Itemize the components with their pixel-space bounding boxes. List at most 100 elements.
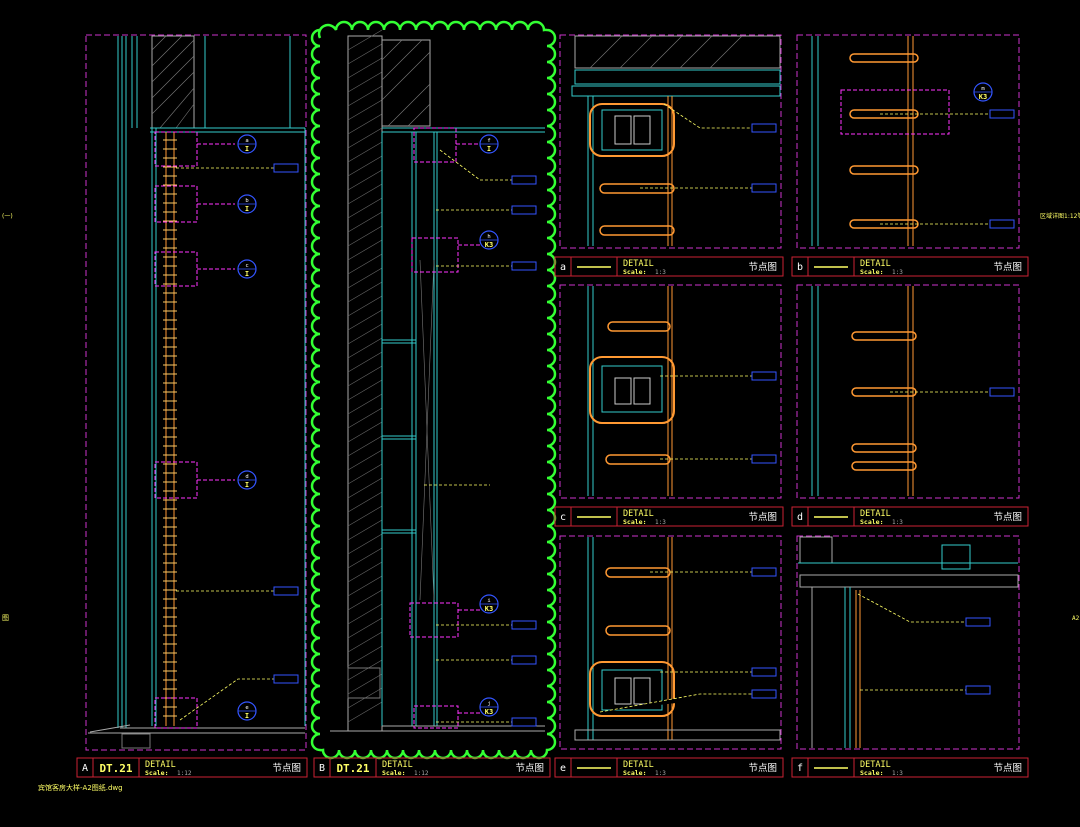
title-block-scale-value: 1:3 xyxy=(655,269,666,276)
title-block-scale-label: Scale: xyxy=(145,769,168,777)
title-block-scale-label: Scale: xyxy=(860,518,883,526)
detail-marker-sheet: I xyxy=(487,145,491,153)
detail-marker-id: f xyxy=(487,138,490,144)
title-block-detail: DETAIL xyxy=(623,259,654,269)
title-block-frame xyxy=(554,506,784,527)
detail-marker-e: eI xyxy=(237,701,257,721)
detail-panels xyxy=(559,34,1020,750)
title-block-title: 节点图 xyxy=(993,512,1022,523)
title-block-detail: DETAIL xyxy=(382,760,413,770)
title-block-letter: e xyxy=(560,763,566,774)
title-block-scale-value: 1:12 xyxy=(177,770,192,777)
panel-a-drawing xyxy=(571,35,781,246)
view-b-concrete-beam xyxy=(381,39,431,127)
panel-e-drawing xyxy=(574,537,781,741)
right-side-text: A2 xyxy=(1072,615,1080,622)
detail-marker-b: bI xyxy=(237,194,257,214)
detail-marker-c: cI xyxy=(237,259,257,279)
title-block-code: DT.21 xyxy=(99,762,132,775)
view-a-leaders xyxy=(176,167,274,721)
title-block-detail: DETAIL xyxy=(860,259,891,269)
title-block-scale-value: 1:3 xyxy=(892,770,903,777)
title-block-frame xyxy=(554,256,784,277)
detail-marker-id: m xyxy=(981,86,985,92)
title-block-detail: DETAIL xyxy=(623,760,654,770)
detail-marker-sheet: K3 xyxy=(485,605,493,613)
title-block-scale-value: 1:3 xyxy=(892,269,903,276)
title-block-scale-label: Scale: xyxy=(623,769,646,777)
left-edge-label: (一) xyxy=(2,213,13,220)
title-block-scale-label: Scale: xyxy=(623,268,646,276)
detail-marker-id: h xyxy=(487,234,490,240)
view-a-glazing-lines xyxy=(117,36,306,728)
detail-marker-d: dI xyxy=(237,470,257,490)
panel-c-frame xyxy=(559,284,782,499)
title-block-letter: d xyxy=(797,512,803,523)
title-block-letter: f xyxy=(797,763,803,774)
detail-marker-sheet: I xyxy=(245,145,249,153)
panel-f-frame xyxy=(796,535,1020,750)
view-a-frame xyxy=(85,34,307,751)
panel-f-drawing xyxy=(798,536,1019,748)
view-a-slat-ticks xyxy=(163,139,177,717)
panel-c-drawing xyxy=(587,286,777,496)
title-block-scale-label: Scale: xyxy=(860,268,883,276)
view-b-wall xyxy=(347,35,383,732)
view-a-concrete-column xyxy=(151,35,195,129)
title-block-frame xyxy=(554,757,784,778)
title-block-letter: B xyxy=(319,763,325,774)
view-a-tags xyxy=(273,163,299,684)
detail-marker-sheet: K3 xyxy=(485,708,493,716)
detail-marker-sheet: I xyxy=(245,205,249,213)
view-a-wood-slats xyxy=(165,132,175,726)
title-block-scale-value: 1:3 xyxy=(892,519,903,526)
title-block-detail: DETAIL xyxy=(623,509,654,519)
detail-marker-h: hK3 xyxy=(479,230,499,250)
title-block-frame xyxy=(791,506,1029,527)
detail-marker-i: iK3 xyxy=(479,594,499,614)
view-b-revision-cloud xyxy=(310,20,557,760)
detail-marker-a: aI xyxy=(237,134,257,154)
title-block-title: 节点图 xyxy=(748,262,777,273)
panel-a-frame xyxy=(559,34,782,249)
panel-b-drawing xyxy=(811,36,1015,246)
title-block-title: 节点图 xyxy=(748,512,777,523)
title-block-detail: DETAIL xyxy=(860,760,891,770)
panel-d-frame xyxy=(796,284,1020,499)
view-b-frame-lines xyxy=(381,127,545,726)
title-block-scale-value: 1:3 xyxy=(655,519,666,526)
title-block-scale-label: Scale: xyxy=(623,518,646,526)
title-block-title: 节点图 xyxy=(993,763,1022,774)
view-b-tags xyxy=(511,175,537,727)
title-block-scale-value: 1:12 xyxy=(414,770,429,777)
view-a-detail-boxes xyxy=(154,131,235,729)
detail-marker-id: i xyxy=(487,598,490,604)
detail-marker-j: jK3 xyxy=(479,697,499,717)
title-block-code: DT.21 xyxy=(336,762,369,775)
view-a-floor xyxy=(88,724,305,749)
title-block-scale-label: Scale: xyxy=(382,769,405,777)
panel-d-drawing xyxy=(811,286,1015,496)
detail-marker-sheet: K3 xyxy=(485,241,493,249)
left-side-text: 图 xyxy=(2,614,9,622)
title-block-letter: b xyxy=(797,262,803,273)
title-block-scale-value: 1:3 xyxy=(655,770,666,777)
detail-marker-m: mK3 xyxy=(973,82,993,102)
title-block-title: 节点图 xyxy=(515,763,544,774)
title-block-detail: DETAIL xyxy=(860,509,891,519)
detail-marker-id: j xyxy=(487,701,490,707)
detail-marker-id: a xyxy=(245,138,248,144)
detail-marker-id: b xyxy=(245,198,248,204)
detail-marker-sheet: I xyxy=(245,270,249,278)
detail-marker-f: fI xyxy=(479,134,499,154)
panel-b-frame xyxy=(796,34,1020,249)
